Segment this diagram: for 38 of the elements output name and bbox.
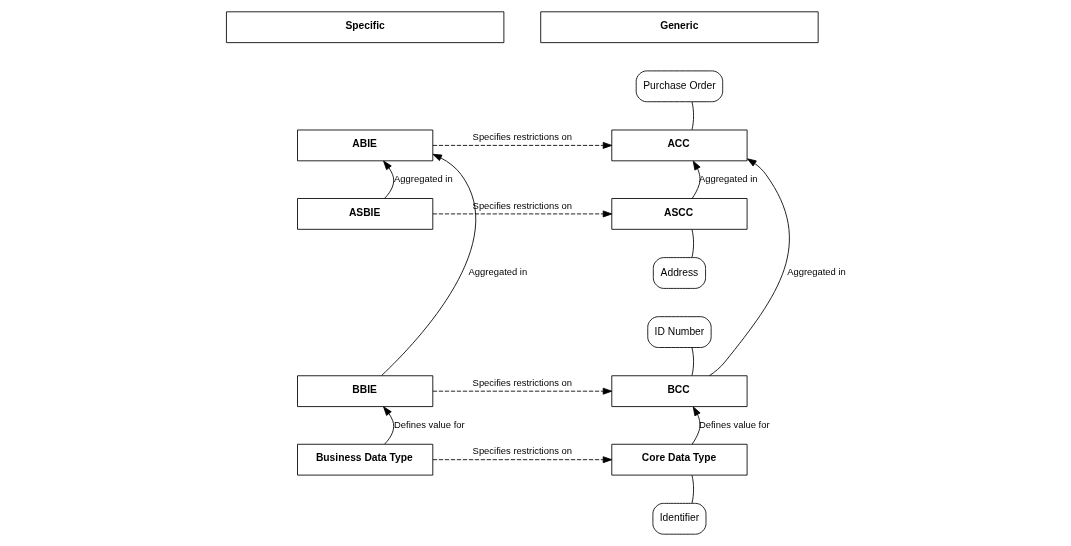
- arrow: [432, 456, 612, 464]
- edge-label: Specifies restrictions on: [472, 131, 572, 143]
- edge-label: Specifies restrictions on: [472, 445, 572, 457]
- arrow: [708, 158, 790, 377]
- arrow: [691, 160, 701, 199]
- node-box: ACC: [610, 129, 747, 162]
- node-box: Address: [652, 257, 706, 289]
- node-box: ID Number: [646, 316, 712, 348]
- arrow: [382, 406, 394, 445]
- connector: [691, 474, 694, 504]
- node-box: ASBIE: [296, 198, 433, 230]
- edge-label: Aggregated in: [786, 266, 846, 278]
- node-box: Business Data Type: [296, 443, 433, 476]
- edge-label: Aggregated in: [468, 266, 527, 278]
- arrow: [432, 387, 612, 395]
- node-box: Core Data Type: [610, 443, 747, 476]
- node-box: BCC: [610, 375, 747, 407]
- node-box: Purchase Order: [635, 70, 723, 103]
- node-box: Specific: [225, 11, 504, 44]
- node-box: Identifier: [651, 502, 706, 535]
- arrow: [691, 406, 701, 445]
- edge-label: Aggregated in: [393, 173, 453, 185]
- edge-label: Defines value for: [698, 418, 770, 430]
- arrow: [380, 153, 476, 376]
- node-box: BBIE: [296, 375, 433, 407]
- node-box: ASCC: [610, 198, 747, 230]
- node-box: ABIE: [296, 129, 433, 162]
- node-box: Generic: [539, 11, 819, 44]
- connector: [691, 229, 694, 258]
- edge-label: Defines value for: [393, 418, 465, 430]
- edge-label: Aggregated in: [698, 173, 758, 185]
- arrow: [432, 141, 612, 149]
- edge-label: Specifies restrictions on: [472, 199, 572, 211]
- connector: [691, 101, 694, 131]
- edge-label: Specifies restrictions on: [472, 376, 572, 388]
- arrow: [432, 210, 612, 218]
- arrow: [382, 160, 394, 199]
- connector: [691, 347, 694, 376]
